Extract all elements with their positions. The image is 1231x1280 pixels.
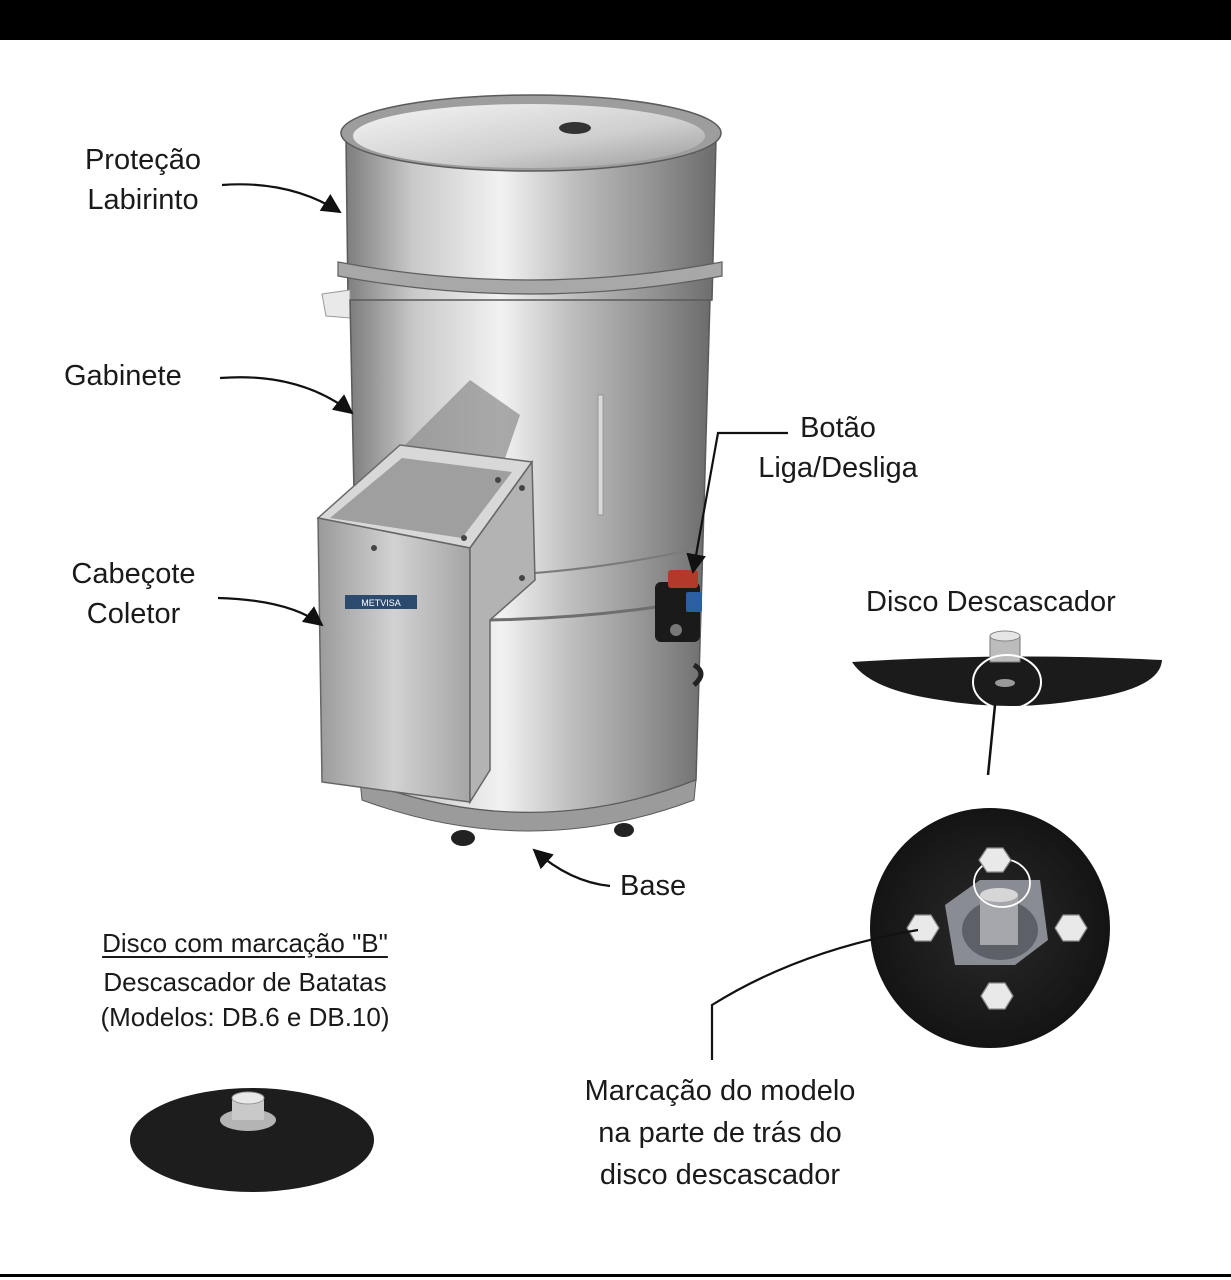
label-disco-descascador-text: Disco Descascador xyxy=(866,586,1116,618)
label-cabecote-coletor: Cabeçote Coletor xyxy=(46,554,221,634)
arrow-cabecote xyxy=(217,596,324,627)
bottom-divider xyxy=(0,1274,1231,1277)
label-marcacao-modelo: Marcação do modelo na parte de trás do d… xyxy=(530,1070,910,1196)
power-switch xyxy=(655,570,704,687)
label-marcacao-line3: disco descascador xyxy=(599,1159,841,1191)
disc-zoom-connector xyxy=(986,704,997,776)
caption-title: Disco com marcação "B" xyxy=(102,928,388,958)
brand-plate-text: METVISA xyxy=(361,598,401,608)
label-marcacao-line2: na parte de trás do xyxy=(598,1117,842,1149)
label-botao-line2: Liga/Desliga xyxy=(758,452,918,484)
label-base: Base xyxy=(620,866,686,906)
arrow-marcacao xyxy=(710,928,919,1060)
label-cabecote-line1: Cabeçote xyxy=(71,558,196,590)
top-bar xyxy=(0,0,1231,40)
caption-line2: (Modelos: DB.6 e DB.10) xyxy=(100,1002,390,1032)
arrow-botao xyxy=(686,431,788,574)
disc-b-marked xyxy=(130,1088,374,1192)
caption-line1: Descascador de Batatas xyxy=(103,967,387,997)
label-base-text: Base xyxy=(620,870,687,902)
peeler-disc-zoom xyxy=(870,808,1110,1048)
label-protecao-line1: Proteção xyxy=(84,144,202,176)
label-marcacao-line1: Marcação do modelo xyxy=(584,1075,856,1107)
label-botao-line1: Botão xyxy=(800,412,876,444)
arrow-base xyxy=(532,848,611,888)
brand-plate xyxy=(345,595,417,609)
label-cabecote-line2: Coletor xyxy=(86,598,181,630)
arrow-gabinete xyxy=(219,376,354,415)
label-protecao-labirinto: Proteção Labirinto xyxy=(58,140,228,220)
label-gabinete-text: Gabinete xyxy=(64,360,182,392)
peeler-disc-side xyxy=(852,630,1162,710)
arrow-protecao xyxy=(221,183,342,214)
pointer-arrows xyxy=(217,183,919,1060)
label-gabinete: Gabinete xyxy=(64,356,182,396)
caption-disco-b: Disco com marcação "B" Descascador de Ba… xyxy=(50,926,440,1035)
label-botao-liga-desliga: Botão Liga/Desliga xyxy=(728,408,948,488)
collector-head: METVISA xyxy=(316,444,536,805)
label-disco-descascador: Disco Descascador xyxy=(866,582,1116,622)
label-protecao-line2: Labirinto xyxy=(87,184,199,216)
